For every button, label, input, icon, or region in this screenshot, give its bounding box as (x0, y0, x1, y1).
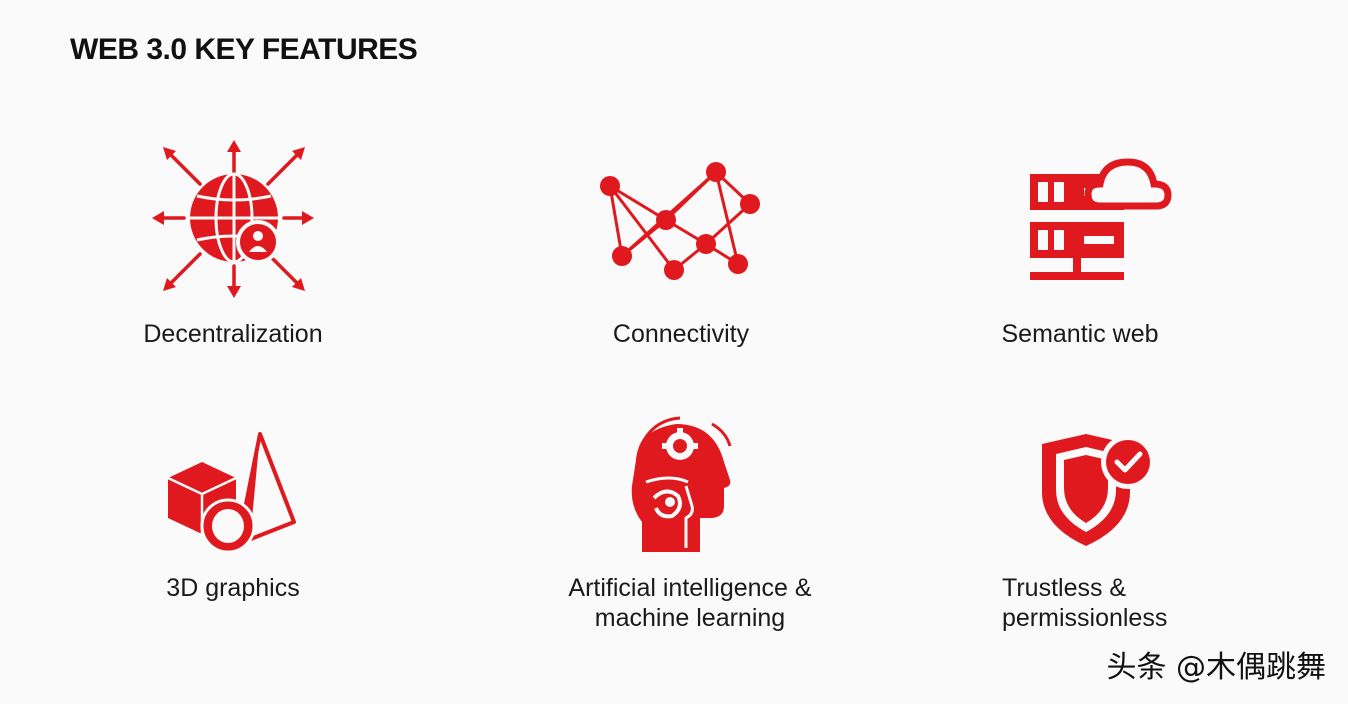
feature-label-trustless-line2: permissionless (1002, 604, 1168, 632)
feature-label-semantic-web: Semantic web (1001, 320, 1159, 348)
globe-with-arrows-icon (152, 140, 314, 298)
server-cloud-icon (1030, 158, 1172, 280)
feature-label-connectivity: Connectivity (612, 320, 750, 348)
shield-check-icon (1042, 434, 1155, 546)
feature-label-trustless-line1: Trustless & (1002, 574, 1127, 602)
feature-label-ai-ml-line1: Artificial intelligence & (568, 574, 812, 602)
3d-shapes-icon (167, 432, 296, 554)
feature-label-decentralization: Decentralization (143, 320, 323, 348)
watermark: 头条 @木偶跳舞 (1106, 650, 1326, 685)
feature-label-ai-ml-line2: machine learning (594, 604, 786, 632)
ai-head-gear-icon (631, 416, 732, 552)
page-title: WEB 3.0 KEY FEATURES (70, 33, 418, 66)
network-nodes-icon (600, 162, 760, 280)
feature-label-3d-graphics: 3D graphics (166, 574, 300, 602)
